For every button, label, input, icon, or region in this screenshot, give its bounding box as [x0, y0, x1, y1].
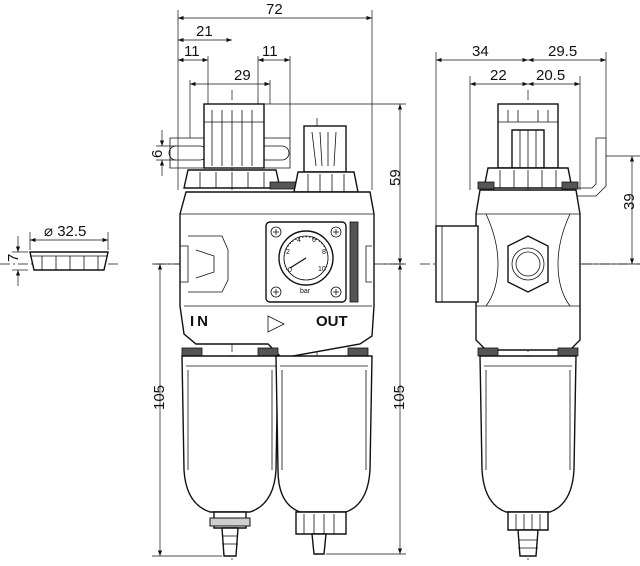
- locking-nut-view: ⌀ 32.5 7: [5, 223, 109, 286]
- dim-side-depth: 34: [472, 43, 489, 60]
- front-view: 0 2 4 6 8 10 bar IN OUT: [168, 103, 375, 557]
- dim-nut-height: 7: [5, 254, 22, 262]
- dim-knob-left: 11: [184, 43, 200, 60]
- dim-knob-span: 29: [234, 67, 251, 84]
- label-out: OUT: [316, 313, 348, 330]
- dim-bowl-left: 105: [151, 385, 168, 410]
- gauge-tick-10: 10: [318, 266, 326, 273]
- dim-side-bracket: 39: [621, 193, 638, 210]
- dim-left-to-center: 21: [196, 23, 213, 40]
- gauge-tick-0: 0: [288, 267, 292, 274]
- dim-knob-right: 11: [262, 43, 278, 60]
- gauge-tick-8: 8: [322, 249, 326, 256]
- gauge-tick-6: 6: [312, 237, 316, 244]
- dim-top-height: 59: [387, 169, 404, 186]
- side-dimensions: 34 29.5 22 20.5 39: [435, 43, 640, 265]
- dim-bowl-right: 105: [391, 385, 408, 410]
- gauge-tick-2: 2: [286, 249, 290, 256]
- dim-side-right-inner: 20.5: [536, 67, 565, 84]
- label-in: IN: [190, 313, 211, 330]
- side-view: [435, 103, 607, 557]
- dim-side-left-inner: 22: [490, 67, 507, 84]
- dim-overall-width: 72: [266, 1, 283, 18]
- gauge-unit: bar: [300, 288, 311, 295]
- dim-nut-diameter: ⌀ 32.5: [44, 223, 86, 240]
- dim-side-right: 29.5: [548, 43, 577, 60]
- dim-bracket-height: 6: [149, 150, 166, 158]
- gauge-tick-4: 4: [297, 237, 301, 244]
- front-dimensions: 72 21 11 11 29 59 6 105: [149, 1, 408, 557]
